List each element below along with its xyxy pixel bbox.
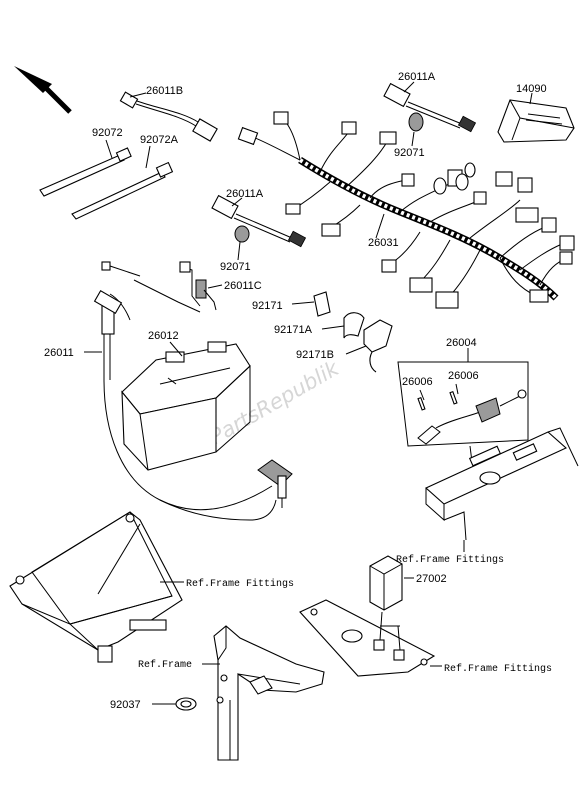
clip-92037: [175, 697, 197, 711]
label-26011B: 26011B: [146, 85, 183, 97]
battery-26012: [121, 341, 251, 471]
label-92072A: 92072A: [140, 134, 179, 146]
leader-92072: [105, 139, 113, 159]
leader-92171: [291, 301, 315, 305]
label-26031: 26031: [368, 237, 399, 249]
leader-26011A-top: [403, 81, 415, 93]
leader-26031: [375, 213, 385, 239]
label-92071-top: 92071: [394, 147, 425, 159]
label-92171: 92171: [252, 300, 283, 312]
battery-leads: [93, 261, 201, 380]
leader-92071-top: [411, 131, 415, 147]
grommet-92071-top: [408, 112, 424, 132]
leader-26011C: [207, 284, 223, 289]
label-ref-frame-fittings-3: Ref.Frame Fittings: [444, 663, 552, 675]
label-92072: 92072: [92, 127, 123, 139]
leader-14090: [529, 92, 533, 105]
leader-26011A-mid: [231, 197, 243, 207]
label-ref-frame-fittings-2: Ref.Frame Fittings: [396, 554, 504, 566]
cover-14090: [497, 99, 575, 143]
main-harness-26031: [237, 111, 575, 309]
label-26012: 26012: [148, 330, 179, 342]
label-92071-mid: 92071: [220, 261, 251, 273]
label-26006-b: 26006: [448, 370, 479, 382]
label-26011C: 26011C: [224, 280, 262, 292]
lead-26011A-top: [383, 82, 477, 133]
label-26006-a: 26006: [402, 376, 433, 388]
leader-92171B: [345, 345, 367, 355]
box-26004: [397, 361, 529, 447]
lead-26011B: [119, 91, 218, 142]
battery-tray: [9, 511, 183, 663]
leader-tray: [97, 523, 141, 595]
label-92171B: 92171B: [296, 349, 334, 361]
grommet-92071-mid: [234, 225, 250, 243]
label-26004: 26004: [446, 337, 477, 349]
label-ref-frame-fittings-1: Ref.Frame Fittings: [186, 578, 294, 590]
label-26011A-top: 26011A: [398, 71, 436, 83]
clamps-92171: [313, 291, 393, 373]
leader-92071-mid: [237, 241, 241, 261]
leader-26012: [169, 341, 183, 357]
sensor-26006: [417, 383, 527, 445]
sensor-wire-2: [159, 499, 277, 521]
lead-26011A-mid: [211, 194, 307, 248]
arrow-up-left-icon: [14, 66, 72, 114]
sensor: [257, 459, 293, 508]
label-26011: 26011: [44, 347, 74, 359]
label-92037: 92037: [110, 699, 141, 711]
leader-26011B: [129, 92, 147, 98]
frame-section: [213, 625, 325, 761]
cable-ties: [39, 147, 174, 220]
mount-bracket: [425, 427, 579, 541]
relay-27002: [369, 555, 403, 611]
label-14090: 14090: [516, 83, 547, 95]
label-92171A: 92171A: [274, 324, 313, 336]
label-ref-frame: Ref.Frame: [138, 659, 192, 671]
sensor-wire: [103, 379, 273, 511]
label-27002: 27002: [416, 573, 447, 585]
relay-plate: [299, 599, 436, 677]
leader-92171A: [321, 325, 345, 330]
label-26011A-mid: 26011A: [226, 188, 264, 200]
leader-92072A: [145, 145, 151, 169]
lead-26011C: [179, 261, 217, 311]
